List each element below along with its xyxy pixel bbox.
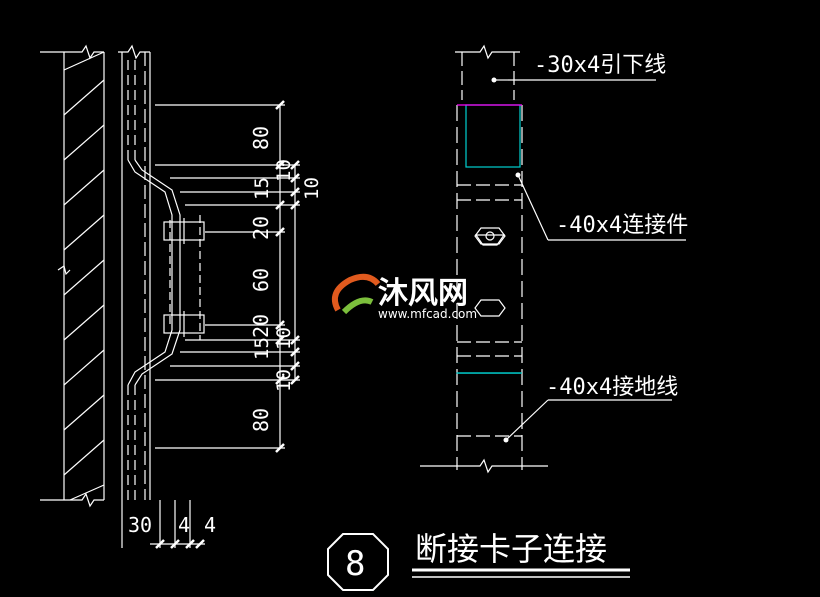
label-ground-wire: -40x4接地线 xyxy=(546,375,678,400)
bottom-dimension-labels: 30 4 4 xyxy=(128,513,216,537)
title-underline xyxy=(412,568,630,578)
dim-4-b: 4 xyxy=(204,513,216,537)
detail-marker xyxy=(327,533,389,591)
right-elevation-view xyxy=(420,44,686,474)
dim-30: 30 xyxy=(128,513,152,537)
dim-20-top: 20 xyxy=(249,216,273,240)
outer-dimension-labels: 80 20 60 20 80 xyxy=(249,126,273,432)
bottom-dim-lines xyxy=(121,500,205,548)
dim-10-a: 10 xyxy=(273,159,295,182)
dim-80-top: 80 xyxy=(249,126,273,150)
conductor-strips xyxy=(118,44,151,500)
left-section-view xyxy=(40,44,300,548)
dim-80-bottom: 80 xyxy=(249,408,273,432)
watermark-url: www.mfcad.com xyxy=(378,307,477,321)
dim-20-bottom: 20 xyxy=(249,314,273,338)
dim-4-a: 4 xyxy=(178,513,190,537)
drawing-title: 断接卡子连接 xyxy=(415,530,607,568)
colored-outlines xyxy=(456,104,522,374)
dim-10-d: 10 xyxy=(273,369,295,392)
dim-ticks xyxy=(155,100,300,549)
dim-60: 60 xyxy=(249,268,273,292)
wall-hatch xyxy=(40,44,105,508)
watermark-text: 沐风网 xyxy=(378,276,468,311)
watermark-logo-icon xyxy=(332,273,381,315)
watermark: 沐风网 www.mfcad.com xyxy=(332,273,477,321)
extension-lines xyxy=(155,104,300,449)
bent-connector xyxy=(127,159,205,386)
inner-dimension-labels: 15 10 10 15 10 10 xyxy=(251,159,323,392)
dim-10-c: 10 xyxy=(273,327,295,350)
leader-dots xyxy=(491,77,521,443)
dim-15-bottom: 15 xyxy=(251,337,273,360)
dim-10-b: 10 xyxy=(301,177,323,200)
label-connector: -40x4连接件 xyxy=(556,213,688,238)
dim-15-top: 15 xyxy=(251,177,273,200)
detail-number: 8 xyxy=(345,544,365,584)
label-down-conductor: -30x4引下线 xyxy=(534,53,666,78)
